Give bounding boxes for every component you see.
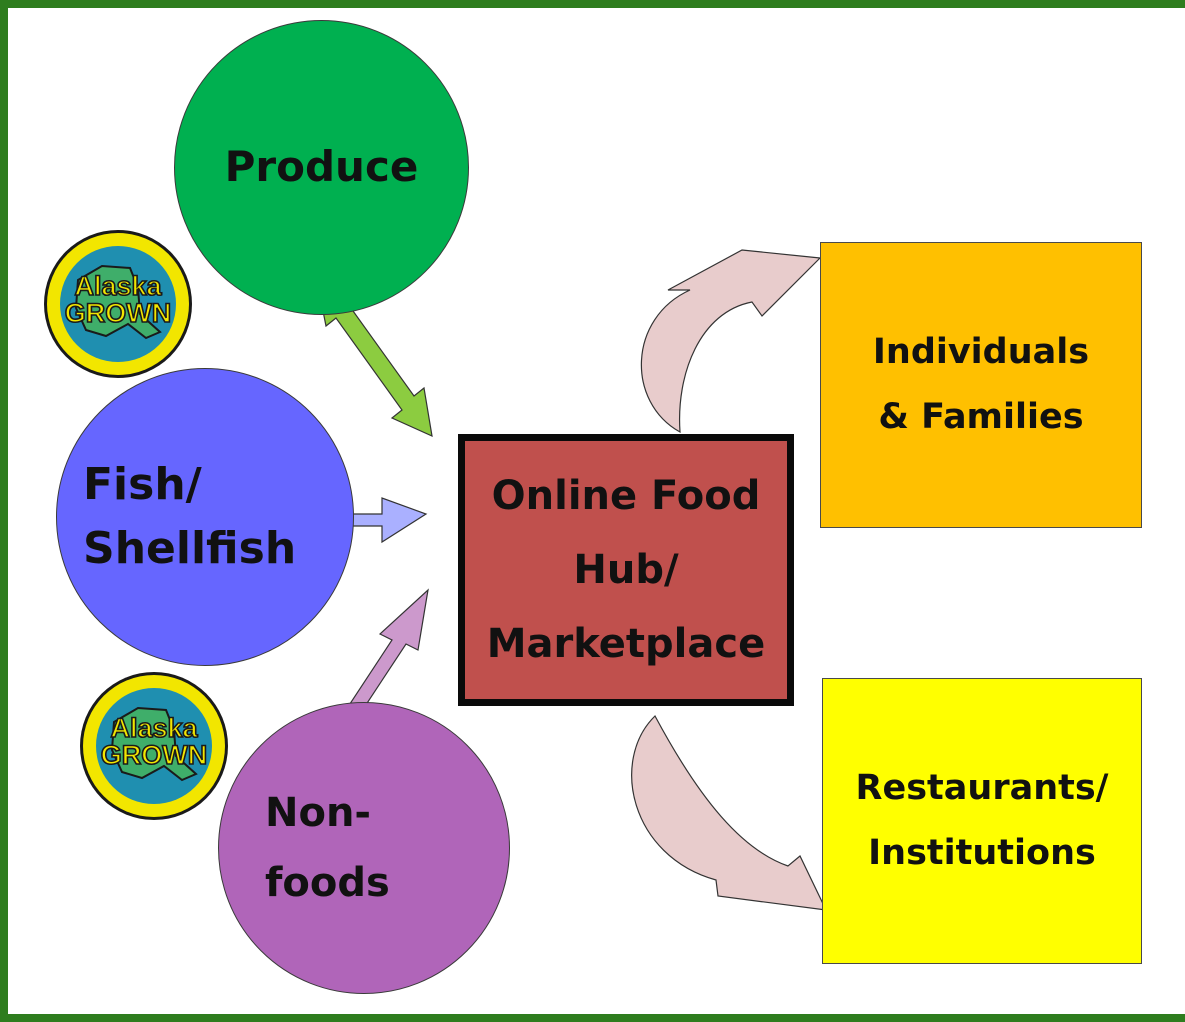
individuals-label-line1: Individuals xyxy=(872,332,1090,373)
hub-label-line3: Marketplace xyxy=(486,621,766,667)
restaurants-label-line2: Institutions xyxy=(868,833,1096,873)
fish-shellfish-circle: Fish/ Shellfish xyxy=(56,368,354,666)
produce-label: Produce xyxy=(224,142,419,192)
nonfoods-circle: Non- foods xyxy=(218,702,510,994)
seal-2-line2: GROWN xyxy=(101,740,207,770)
fish-label-line2: Shellfish xyxy=(83,523,297,574)
seal-1-line2: GROWN xyxy=(65,298,171,328)
hub-box: Online Food Hub/ Marketplace xyxy=(458,434,794,706)
fish-label-line1: Fish/ xyxy=(83,459,202,511)
restaurants-label-line1: Restaurants/ xyxy=(855,768,1109,809)
restaurants-institutions-box: Restaurants/ Institutions xyxy=(822,678,1142,964)
hub-label-line1: Online Food xyxy=(491,473,761,519)
nonfoods-label-line2: foods xyxy=(265,860,390,906)
seal-1-line1: Alaska xyxy=(74,271,162,301)
hub-to-restaurants-arrow xyxy=(631,715,828,911)
hub-to-individuals-arrow xyxy=(640,249,822,434)
produce-circle: Produce xyxy=(174,20,469,315)
individuals-families-box: Individuals & Families xyxy=(820,242,1142,528)
seal-2-line1: Alaska xyxy=(110,713,198,743)
nonfoods-label-line1: Non- xyxy=(265,790,372,836)
alaska-map-icon xyxy=(110,706,198,782)
alaska-map-icon xyxy=(74,264,162,340)
individuals-label-line2: & Families xyxy=(878,397,1084,437)
alaska-grown-seal-1: Alaska GROWN xyxy=(44,230,192,378)
hub-label-line2: Hub/ xyxy=(573,547,679,593)
alaska-grown-seal-2: Alaska GROWN xyxy=(80,672,228,820)
